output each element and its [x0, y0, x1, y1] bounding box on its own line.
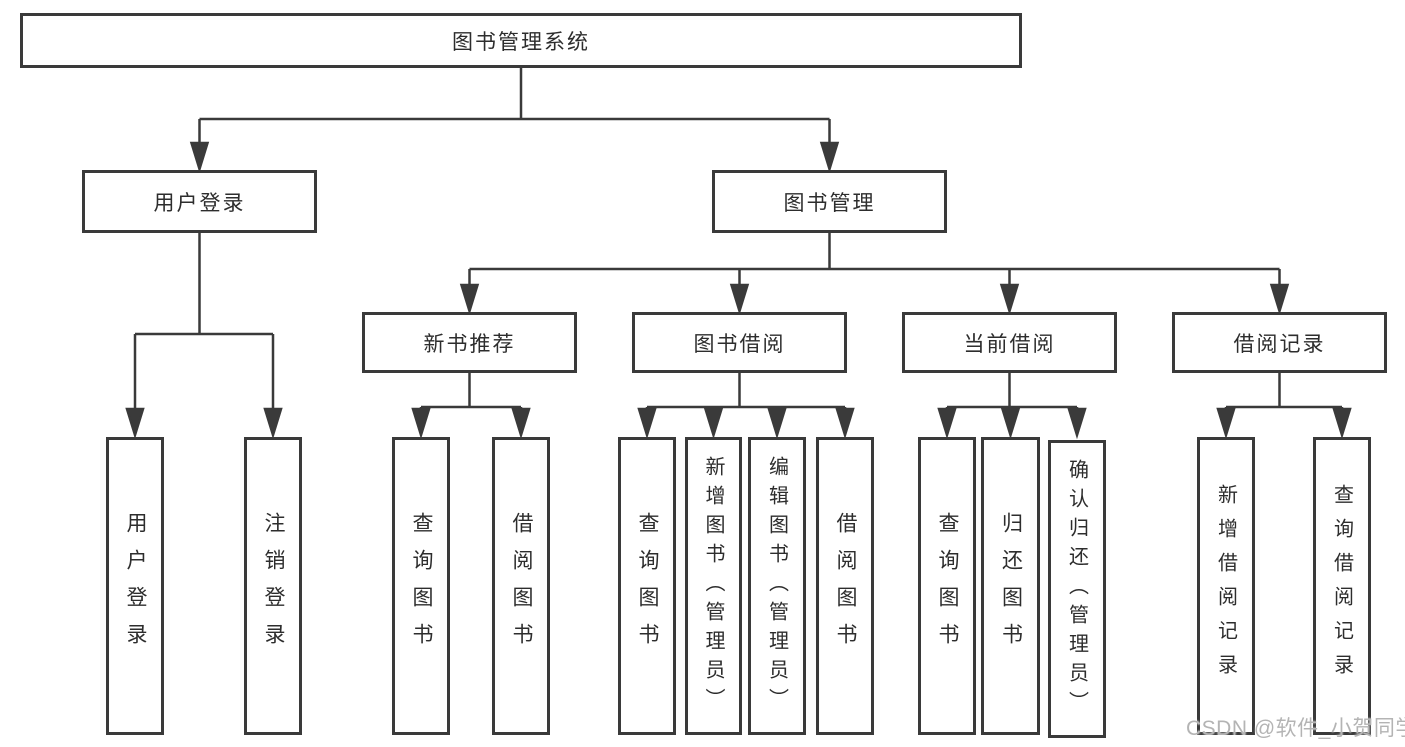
- leaf-query-borrow-record: 查询借阅记录: [1313, 437, 1371, 735]
- arrowhead-icon: [937, 407, 957, 440]
- leaf-confirm-return-admin: 确认归还（管理员）: [1048, 440, 1106, 738]
- arrowhead-icon: [263, 407, 283, 440]
- arrowhead-icon: [835, 407, 855, 440]
- node-label: 查询图书: [636, 512, 659, 660]
- node-label: 借阅记录: [1233, 332, 1326, 356]
- arrowhead-icon: [999, 283, 1020, 316]
- arrowhead-icon: [729, 283, 750, 316]
- arrowhead-icon: [125, 407, 145, 440]
- node-label: 编辑图书（管理员）: [765, 455, 788, 717]
- node-label: 图书借阅: [693, 332, 786, 356]
- node-user-login: 用户登录: [82, 170, 317, 233]
- connector-book-management-to-level3: [459, 233, 1290, 316]
- leaf-query-books-recommend: 查询图书: [392, 437, 450, 735]
- node-borrowing-records: 借阅记录: [1172, 312, 1387, 373]
- leaf-edit-books-admin: 编辑图书（管理员）: [748, 437, 806, 735]
- connector-borrowing-group: [637, 373, 855, 440]
- arrowhead-icon: [411, 407, 431, 440]
- leaf-add-books-admin: 新增图书（管理员）: [685, 437, 742, 735]
- node-new-book-recommend: 新书推荐: [362, 312, 577, 373]
- leaf-return-books: 归还图书: [981, 437, 1040, 735]
- leaf-borrow-books-recommend: 借阅图书: [492, 437, 550, 735]
- node-label: 用户登录: [153, 191, 246, 215]
- arrowhead-icon: [819, 141, 840, 174]
- connector-user-login-group: [125, 233, 283, 440]
- connector-recommend-group: [411, 373, 531, 440]
- node-current-borrowing: 当前借阅: [902, 312, 1117, 373]
- arrowhead-icon: [1000, 407, 1021, 440]
- arrowhead-icon: [703, 407, 724, 440]
- node-label: 新增借阅记录: [1214, 484, 1237, 688]
- node-book-management: 图书管理: [712, 170, 947, 233]
- arrowhead-icon: [511, 407, 531, 440]
- arrowhead-icon: [1269, 283, 1290, 316]
- leaf-query-books-current: 查询图书: [918, 437, 976, 735]
- arrowhead-icon: [767, 407, 787, 440]
- arrowhead-icon: [1067, 407, 1087, 440]
- connector-records-group: [1216, 373, 1352, 440]
- node-label: 用户登录: [124, 512, 147, 660]
- node-label: 图书管理: [783, 191, 876, 215]
- node-book-borrowing: 图书借阅: [632, 312, 847, 373]
- node-label: 借阅图书: [510, 512, 533, 660]
- arrowhead-icon: [1332, 407, 1352, 440]
- leaf-query-books-borrowing: 查询图书: [618, 437, 676, 735]
- node-label: 新书推荐: [423, 332, 516, 356]
- node-label: 确认归还（管理员）: [1065, 458, 1088, 720]
- node-label: 查询图书: [410, 512, 433, 660]
- leaf-user-login: 用户登录: [106, 437, 164, 735]
- node-label: 新增图书（管理员）: [702, 455, 724, 717]
- arrowhead-icon: [1216, 407, 1236, 440]
- leaf-add-borrow-record: 新增借阅记录: [1197, 437, 1255, 735]
- node-label: 注销登录: [262, 512, 285, 660]
- arrowhead-icon: [637, 407, 657, 440]
- node-label: 图书管理系统: [452, 30, 590, 54]
- node-label: 归还图书: [999, 512, 1023, 660]
- connector-root-to-level2: [189, 68, 840, 174]
- connector-current-group: [937, 373, 1087, 440]
- node-label: 借阅图书: [834, 512, 857, 660]
- node-label: 当前借阅: [963, 332, 1056, 356]
- leaf-borrow-books-borrowing: 借阅图书: [816, 437, 874, 735]
- csdn-watermark: CSDN @软件_小贺同学: [1186, 717, 1405, 740]
- node-library-management-system: 图书管理系统: [20, 13, 1022, 68]
- arrowhead-icon: [189, 141, 210, 174]
- leaf-logout-login: 注销登录: [244, 437, 302, 735]
- node-label: 查询图书: [936, 512, 959, 660]
- node-label: 查询借阅记录: [1330, 484, 1353, 688]
- arrowhead-icon: [459, 283, 480, 316]
